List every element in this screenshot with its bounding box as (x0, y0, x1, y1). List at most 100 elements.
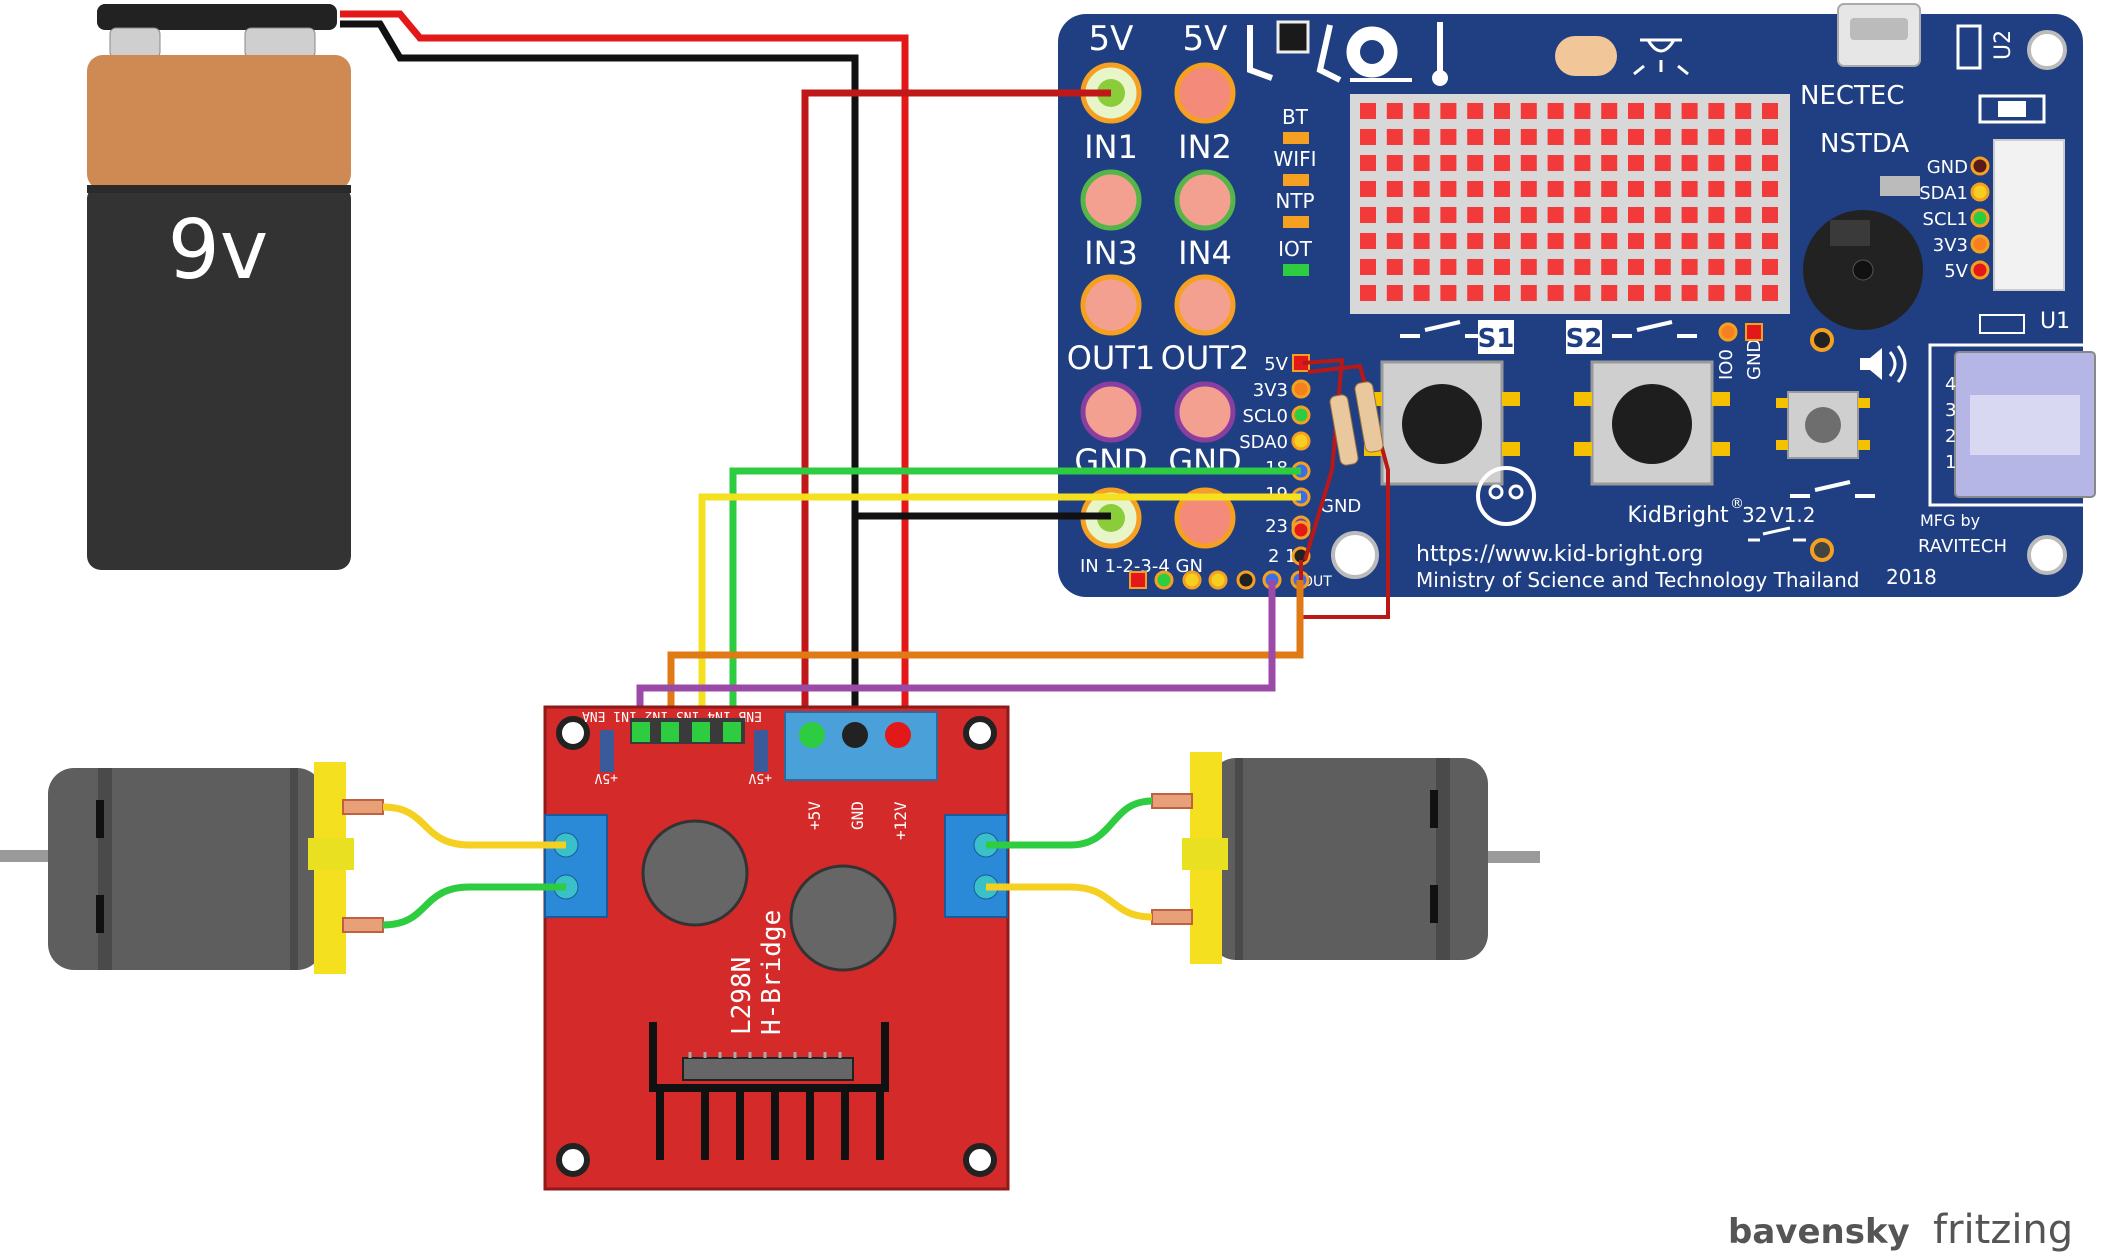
header-pin-scl0: SCL0 (1243, 406, 1288, 427)
matrix-led (1628, 207, 1644, 223)
matrix-led (1547, 259, 1564, 275)
matrix-led (1735, 285, 1752, 301)
matrix-led (1628, 155, 1644, 171)
matrix-led (1735, 155, 1752, 171)
matrix-led (1735, 233, 1752, 249)
matrix-led (1360, 103, 1376, 119)
status-leds: BT WIFI NTP IOT (1273, 105, 1317, 276)
matrix-led (1762, 103, 1778, 119)
matrix-led (1574, 207, 1591, 223)
l298n-hbridge: ENB IN4 IN3 IN2 IN1 ENA +5V +5V +5V GND … (543, 705, 1010, 1191)
matrix-led (1494, 207, 1510, 223)
matrix-led (1547, 129, 1564, 145)
board-url: https://www.kid-bright.org (1416, 542, 1703, 567)
matrix-led (1467, 103, 1484, 119)
matrix-led (1735, 103, 1752, 119)
button-label-s2: S2 (1566, 324, 1603, 354)
matrix-led (1708, 103, 1725, 119)
matrix-led (1440, 129, 1457, 145)
matrix-led (1440, 233, 1457, 249)
credit-tool: fritzing (1933, 1207, 2073, 1253)
product-version: 32 (1742, 503, 1767, 527)
matrix-led (1360, 233, 1376, 249)
pad-in3 (1080, 169, 1142, 231)
pad-5v (1174, 62, 1236, 124)
matrix-led (1601, 233, 1618, 249)
i2c-pin-3v3: 3V3 (1933, 235, 1968, 256)
pad-gnd-2 (1174, 381, 1236, 443)
mascot-logo (1476, 466, 1536, 526)
matrix-led (1601, 285, 1618, 301)
i2c-pins: GND SDA1 SCL1 3V3 5V (1919, 139, 2065, 291)
usb-pin-4: 4 (1945, 374, 1956, 395)
matrix-led (1762, 233, 1778, 249)
matrix-led (1547, 285, 1564, 301)
matrix-led (1440, 285, 1457, 301)
matrix-led (1574, 285, 1591, 301)
matrix-led (1467, 207, 1484, 223)
matrix-led (1547, 155, 1564, 171)
matrix-led (1467, 285, 1484, 301)
matrix-led (1574, 259, 1591, 275)
mfg-label: MFG by (1920, 511, 1980, 530)
matrix-led (1386, 181, 1403, 197)
matrix-led (1386, 233, 1403, 249)
status-led-wifi: WIFI (1273, 147, 1316, 171)
matrix-led (1654, 103, 1671, 119)
kidbright-board: 5V 5V IN1 IN2 IN3 IN4 OUT1 OUT2 GND GND (1058, 3, 2096, 597)
io-label-5v-2: 5V (1183, 19, 1228, 59)
matrix-led (1494, 155, 1510, 171)
matrix-led (1681, 207, 1698, 223)
matrix-led (1762, 155, 1778, 171)
matrix-led (1654, 181, 1671, 197)
hbridge-sub: H-Bridge (757, 910, 787, 1035)
matrix-led (1708, 155, 1725, 171)
io-label-in3: IN3 (1084, 234, 1138, 272)
matrix-led (1467, 233, 1484, 249)
matrix-led (1735, 207, 1752, 223)
small-21-label: 2 1 (1268, 546, 1297, 567)
motor-terminal-left (544, 814, 608, 918)
matrix-led (1762, 181, 1778, 197)
led-matrix (1360, 103, 1778, 301)
matrix-led (1467, 181, 1484, 197)
io-label-in4: IN4 (1178, 234, 1232, 272)
matrix-led (1628, 181, 1644, 197)
battery-9v: 9v (87, 4, 351, 570)
matrix-led (1413, 259, 1430, 275)
matrix-led (1681, 155, 1698, 171)
matrix-led (1494, 181, 1510, 197)
matrix-led (1708, 181, 1725, 197)
button-s1[interactable] (1364, 360, 1520, 486)
matrix-led (1654, 155, 1671, 171)
matrix-led (1467, 155, 1484, 171)
matrix-led (1601, 207, 1618, 223)
matrix-led (1360, 129, 1376, 145)
header-pin-23: 23 (1265, 516, 1288, 537)
terminal-gnd-label: GND (848, 801, 867, 830)
matrix-led (1762, 285, 1778, 301)
matrix-led (1708, 233, 1725, 249)
reset-button[interactable] (1776, 391, 1870, 459)
matrix-led (1360, 155, 1376, 171)
io-label-out2: OUT2 (1161, 339, 1250, 377)
button-s2[interactable] (1574, 360, 1730, 486)
usb-pin-2: 2 (1945, 426, 1956, 447)
matrix-led (1413, 129, 1430, 145)
matrix-led (1547, 207, 1564, 223)
io0-label: IO0 (1716, 349, 1737, 380)
io-label-5v-1: 5V (1089, 19, 1134, 59)
matrix-led (1360, 259, 1376, 275)
matrix-led (1494, 129, 1510, 145)
pad-out1 (1080, 274, 1142, 336)
matrix-led (1708, 285, 1725, 301)
u2-label: U2 (1991, 30, 2016, 60)
matrix-led (1654, 129, 1671, 145)
matrix-led (1467, 129, 1484, 145)
matrix-led (1681, 181, 1698, 197)
button-label-s1: S1 (1478, 324, 1515, 354)
product-revision: V1.2 (1770, 503, 1816, 527)
matrix-led (1547, 233, 1564, 249)
matrix-led (1520, 129, 1537, 145)
